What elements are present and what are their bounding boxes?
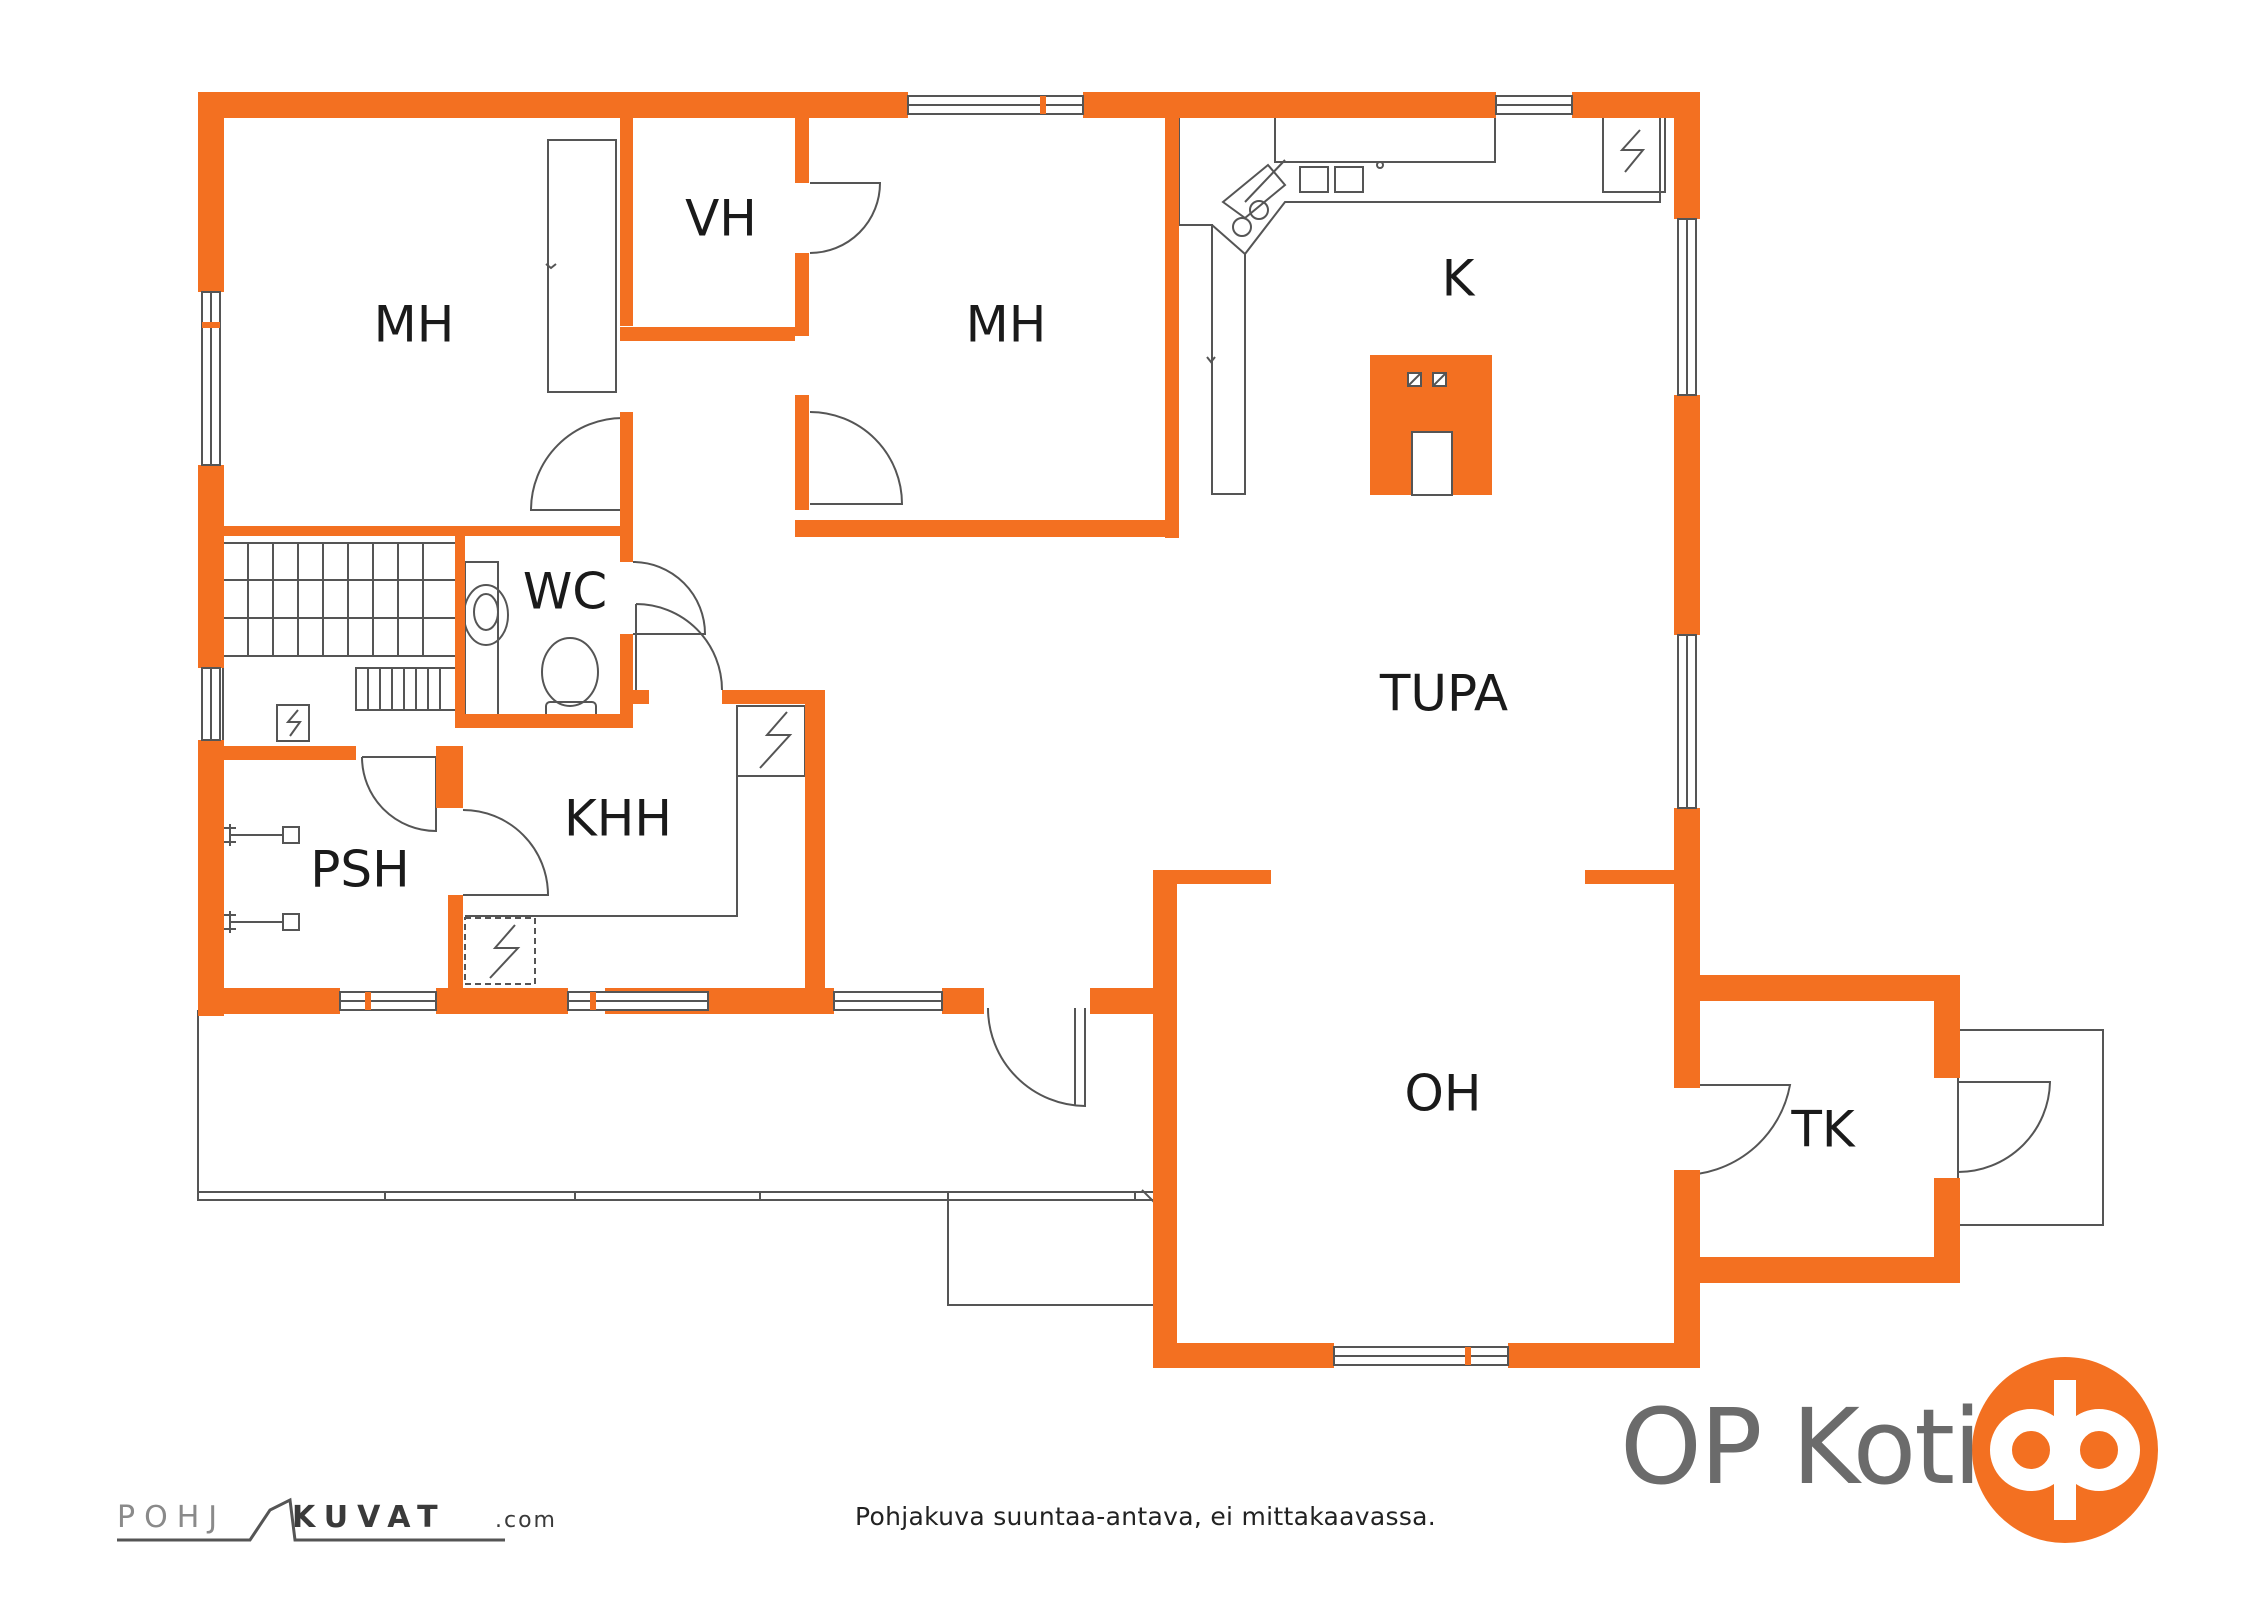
window: [1677, 634, 1697, 809]
shower-head-icon: [224, 824, 300, 846]
room-label-khh: KHH: [564, 790, 672, 848]
room-labels: MH VH MH K WC TUPA KHH PSH OH TK: [310, 190, 1856, 1159]
door-swing: [1679, 1084, 1792, 1177]
room-label-k: K: [1442, 250, 1476, 308]
room-label-mh2: MH: [966, 296, 1047, 354]
fixtures: [197, 116, 2104, 1306]
door-swing: [1957, 1081, 2052, 1173]
door-swing: [361, 756, 437, 833]
room-label-wc: WC: [523, 563, 607, 621]
door-swing: [632, 561, 707, 635]
op-logo-icon: [1972, 1357, 2158, 1543]
khh-cabinet: [736, 705, 806, 777]
room-label-vh: VH: [685, 190, 757, 248]
credit-part2: KUVAT: [292, 1500, 447, 1535]
washing-machine: [464, 917, 536, 985]
door-swing: [987, 1007, 1086, 1108]
window: [201, 291, 221, 466]
toilet: [541, 637, 599, 707]
window: [567, 991, 709, 1011]
room-label-psh: PSH: [310, 841, 410, 899]
credit-part1: POHJ: [117, 1500, 227, 1535]
terrace-step: [947, 1200, 1153, 1306]
fireplace: [1370, 355, 1492, 496]
kitchen-sink: [1299, 166, 1329, 193]
room-label-tk: TK: [1790, 1101, 1856, 1159]
wardrobe: [547, 139, 617, 393]
room-label-oh: OH: [1405, 1065, 1482, 1123]
door-swing: [809, 411, 904, 505]
kitchen-sink: [1334, 166, 1364, 193]
credit-logo-mark: [117, 1497, 505, 1542]
kitchen-counter: [1178, 117, 1661, 495]
window: [339, 991, 437, 1011]
stove-burner: [1249, 200, 1269, 220]
brand-name: OP Koti: [1620, 1386, 1982, 1508]
stove-burner: [1232, 217, 1252, 237]
window: [907, 95, 1084, 115]
kitchen-counter-top: [1274, 116, 1496, 163]
window: [1677, 218, 1697, 396]
walls: [198, 92, 1960, 1368]
window: [1495, 95, 1573, 115]
room-label-mh1: MH: [374, 296, 455, 354]
door-swing: [462, 809, 550, 896]
room-label-tupa: TUPA: [1379, 665, 1508, 723]
credit-part3: .com: [495, 1508, 557, 1533]
window: [1333, 1346, 1509, 1366]
staircase: [222, 542, 458, 740]
window: [833, 991, 943, 1011]
door-swing: [635, 603, 723, 691]
shower-head-icon: [224, 911, 300, 933]
door-swing: [529, 416, 624, 511]
plan-caption: Pohjakuva suuntaa-antava, ei mittakaavas…: [855, 1502, 1437, 1531]
door-swing: [809, 182, 882, 254]
windows: [201, 95, 1697, 1366]
terrace: [197, 1010, 1160, 1201]
electric-panel: [276, 704, 310, 742]
entrance-step: [1957, 1029, 2104, 1226]
window: [201, 667, 221, 741]
doors: [361, 182, 2052, 1177]
fridge: [1602, 116, 1666, 193]
